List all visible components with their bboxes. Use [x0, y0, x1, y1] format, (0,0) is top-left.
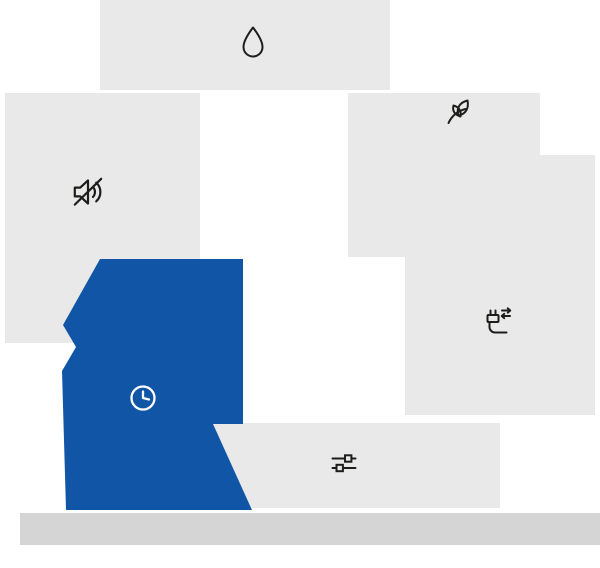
leaf-icon — [436, 92, 476, 132]
muted-speaker-icon — [66, 170, 110, 214]
accent-polygon — [62, 259, 252, 510]
connectivity-tile — [405, 155, 595, 415]
water-tile — [100, 0, 390, 90]
sliders-icon — [324, 444, 364, 484]
water-drop-icon — [233, 22, 273, 62]
plug-sync-icon — [477, 302, 517, 342]
footer-bar — [20, 513, 600, 545]
clock-icon — [123, 378, 163, 418]
options-tile — [210, 423, 500, 508]
